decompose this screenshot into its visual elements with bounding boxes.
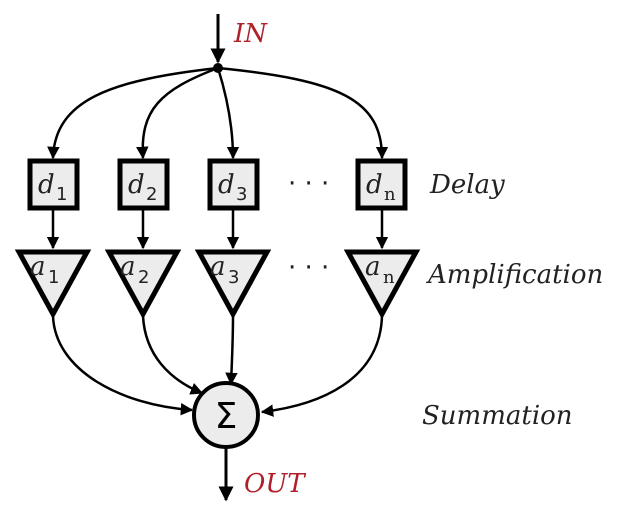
svg-text:d: d <box>38 170 55 200</box>
svg-text:d: d <box>218 170 235 200</box>
delay-stage-label: Delay <box>429 170 505 200</box>
split-edge-n <box>217 66 389 160</box>
svg-text:3: 3 <box>236 184 247 205</box>
gain-to-sum-3 <box>225 315 238 386</box>
split-edge-3 <box>216 67 240 160</box>
svg-text:a: a <box>365 252 381 282</box>
amplifier-2: a 2 <box>104 249 182 320</box>
amplifier-n: a n <box>343 249 421 320</box>
svg-text:n: n <box>384 184 396 205</box>
svg-text:d: d <box>128 170 145 200</box>
gain-to-sum-1 <box>51 315 194 416</box>
split-edge-2 <box>136 66 219 160</box>
svg-text:2: 2 <box>146 184 157 205</box>
amplification-stage-label: Amplification <box>426 260 603 290</box>
output-label: OUT <box>244 469 306 499</box>
input-label: IN <box>233 19 268 49</box>
svg-text:2: 2 <box>138 267 149 288</box>
svg-text:d: d <box>366 170 383 200</box>
delay-block-n: d n <box>355 158 408 211</box>
amplifier-3: a 3 <box>194 249 272 320</box>
gain-to-sum-2 <box>141 315 204 395</box>
delay-block-2: d 2 <box>117 158 170 211</box>
svg-text:a: a <box>120 252 136 282</box>
amplifier-1: a 1 <box>14 249 92 320</box>
split-edge-1 <box>47 66 219 160</box>
summation-stage-label: Summation <box>422 401 573 431</box>
svg-text:1: 1 <box>56 184 67 205</box>
svg-text:Σ: Σ <box>215 396 238 437</box>
delay-block-1: d 1 <box>27 158 80 211</box>
gain-to-sum-n <box>260 315 384 417</box>
svg-text:n: n <box>383 267 395 288</box>
svg-text:a: a <box>210 252 226 282</box>
svg-text:3: 3 <box>228 267 239 288</box>
svg-text:a: a <box>30 252 46 282</box>
amplifier-ellipsis: · · · <box>288 253 329 283</box>
svg-text:1: 1 <box>48 267 59 288</box>
delay-block-3: d 3 <box>207 158 260 211</box>
delay-ellipsis: · · · <box>288 169 329 199</box>
summation-node: Σ <box>192 381 260 449</box>
